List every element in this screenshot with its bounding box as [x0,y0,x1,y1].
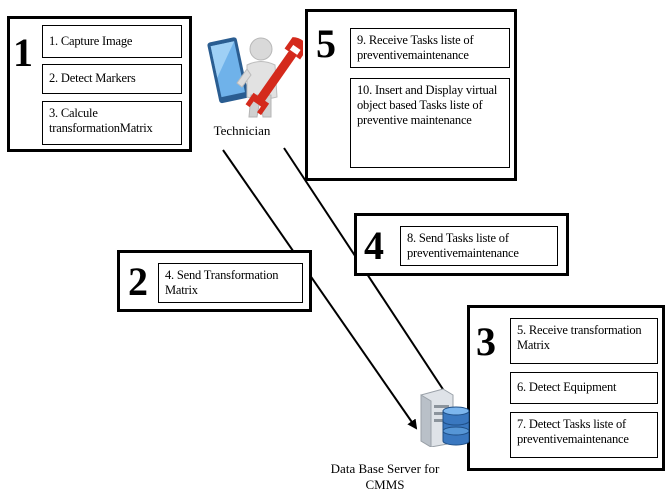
group-number-5: 5 [316,21,336,66]
step-detect-tasks-list: 7. Detect Tasks liste of preventivemaint… [510,412,658,458]
group-number-3: 3 [476,319,496,364]
group-number-2: 2 [128,259,148,304]
technician-label: Technician [213,123,271,138]
technician-with-wrench-icon [207,25,309,120]
server-label: Data Base Server for CMMS [330,461,440,492]
group-3: 3 5. Receive transformation Matrix 6. De… [467,305,665,471]
database-server-icon [413,387,471,448]
step-send-transformation-matrix: 4. Send Transformation Matrix [158,263,303,303]
step-send-tasks-list: 8. Send Tasks liste of preventivemainten… [400,226,558,266]
step-capture-image: 1. Capture Image [42,25,182,58]
step-detect-equipment: 6. Detect Equipment [510,372,658,404]
group-2: 2 4. Send Transformation Matrix [117,250,312,312]
step-receive-tasks-list: 9. Receive Tasks liste of preventivemain… [350,28,510,68]
step-calcule-transformation-matrix: 3. Calcule transformationMatrix [42,101,182,145]
group-4: 4 8. Send Tasks liste of preventivemaint… [354,213,569,276]
group-number-1: 1 [13,30,33,75]
step-insert-display-virtual-object: 10. Insert and Display virtual object ba… [350,78,510,168]
step-detect-markers: 2. Detect Markers [42,64,182,94]
group-1: 1 1. Capture Image 2. Detect Markers 3. … [7,16,192,152]
step-receive-transformation-matrix: 5. Receive transformation Matrix [510,318,658,364]
group-5: 5 9. Receive Tasks liste of preventivema… [305,9,517,181]
arrow-technician-to-server [222,149,418,430]
group-number-4: 4 [364,223,384,268]
